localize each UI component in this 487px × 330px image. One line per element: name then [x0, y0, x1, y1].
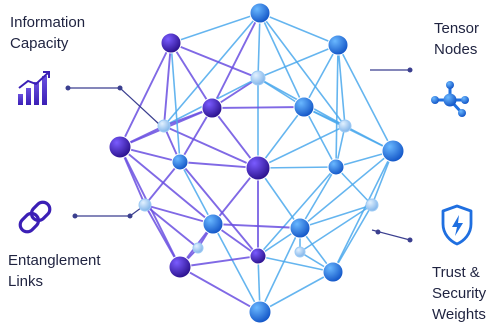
trust-security-weights-line-1: Trust & [432, 264, 480, 281]
blue-tensor-node [293, 96, 315, 118]
edge-link [179, 161, 259, 169]
purple-tensor-node [160, 32, 182, 54]
blue-tensor-node [171, 153, 189, 171]
connector-dot [407, 67, 413, 73]
connector-line [75, 204, 146, 217]
edge-link [257, 125, 346, 169]
edge-link [259, 12, 305, 108]
blue-tensor-node [322, 261, 344, 283]
edge-link [259, 12, 346, 127]
connector-dot [65, 85, 71, 91]
edge-link [170, 42, 259, 79]
edge-link [257, 166, 337, 257]
edge-link [212, 223, 301, 229]
edge-link [303, 106, 337, 168]
edge-link [144, 204, 214, 225]
edge-link [179, 161, 214, 225]
blue-tensor-node [289, 217, 311, 239]
edge-link [211, 106, 305, 109]
bar-chart-trend-icon [18, 71, 50, 105]
information-capacity-line-2: Capacity [10, 35, 69, 52]
edge-link [257, 255, 334, 273]
light-tensor-node [138, 198, 152, 212]
edge-link [299, 166, 337, 229]
blue-tensor-node [381, 139, 405, 163]
blue-tensor-node [327, 34, 349, 56]
information-capacity-line-1: Information [10, 14, 86, 31]
connector-dot [407, 237, 413, 243]
light-tensor-node [157, 119, 171, 133]
edge-link [163, 12, 261, 127]
edge-link [119, 146, 214, 225]
edge-link [170, 12, 261, 44]
light-tensor-node [338, 119, 352, 133]
edge-link [179, 266, 261, 313]
trust-security-weights-line-2: Security [432, 285, 487, 302]
tensor-nodes-line-2: Nodes [434, 41, 478, 58]
trust-security-weights-label: Trust & Security Weights [432, 262, 486, 325]
entanglement-links-line-1: Entanglement [8, 252, 101, 269]
edge-link [211, 107, 259, 169]
edge-link [163, 42, 172, 127]
edge-link [163, 125, 259, 169]
purple-tensor-node [249, 247, 267, 265]
tensor-nodes-label: Tensor Nodes [434, 18, 479, 60]
edge-link [335, 44, 339, 168]
edge-link [299, 150, 394, 229]
edge-link [144, 204, 181, 268]
edge-link [144, 161, 181, 206]
entanglement-links-label: Entanglement Links [8, 250, 101, 292]
molecule-nodes-icon [431, 81, 469, 117]
edge-link [211, 12, 261, 109]
edge-link [257, 166, 337, 169]
trust-security-weights-line-3: Weights [432, 306, 486, 323]
tensor-node-group [108, 2, 405, 324]
purple-tensor-node [245, 155, 271, 181]
information-capacity-label: Information Capacity [10, 12, 85, 54]
edge-link [337, 44, 346, 127]
blue-tensor-node [327, 158, 345, 176]
light-tensor-node [294, 246, 306, 258]
blue-tensor-node [202, 213, 224, 235]
blue-tensor-node [248, 300, 272, 324]
entanglement-links-line-2: Links [8, 273, 44, 290]
light-tensor-node [192, 242, 204, 254]
connector-dot [72, 213, 78, 219]
purple-tensor-node [108, 135, 132, 159]
edge-link [257, 12, 261, 79]
shield-lightning-icon [441, 204, 473, 246]
connector-dot [117, 85, 123, 91]
blue-tensor-node [249, 2, 271, 24]
edge-link [303, 44, 339, 108]
edge-link [119, 42, 172, 148]
edge-link [259, 271, 334, 313]
purple-tensor-node [168, 255, 192, 279]
edge-link [170, 42, 213, 109]
light-tensor-node [250, 70, 266, 86]
connector-dot [375, 229, 381, 235]
entanglement-edges [119, 12, 394, 313]
edge-link [337, 44, 394, 152]
edge-link [332, 204, 373, 273]
edge-link [259, 227, 301, 313]
chain-link-icon [18, 200, 52, 234]
edge-link [299, 204, 373, 229]
edge-link [257, 106, 305, 169]
edge-link [144, 204, 199, 249]
edge-link [259, 12, 339, 46]
edge-link [179, 161, 259, 257]
edge-link [335, 166, 373, 206]
tensor-nodes-line-1: Tensor [434, 20, 480, 37]
light-tensor-node [365, 198, 379, 212]
edge-link [299, 204, 373, 253]
purple-tensor-node [201, 97, 223, 119]
connector-dot [127, 213, 133, 219]
edge-link [257, 44, 339, 79]
edge-link [179, 255, 259, 268]
edge-link [212, 223, 261, 313]
edge-link [170, 42, 181, 163]
